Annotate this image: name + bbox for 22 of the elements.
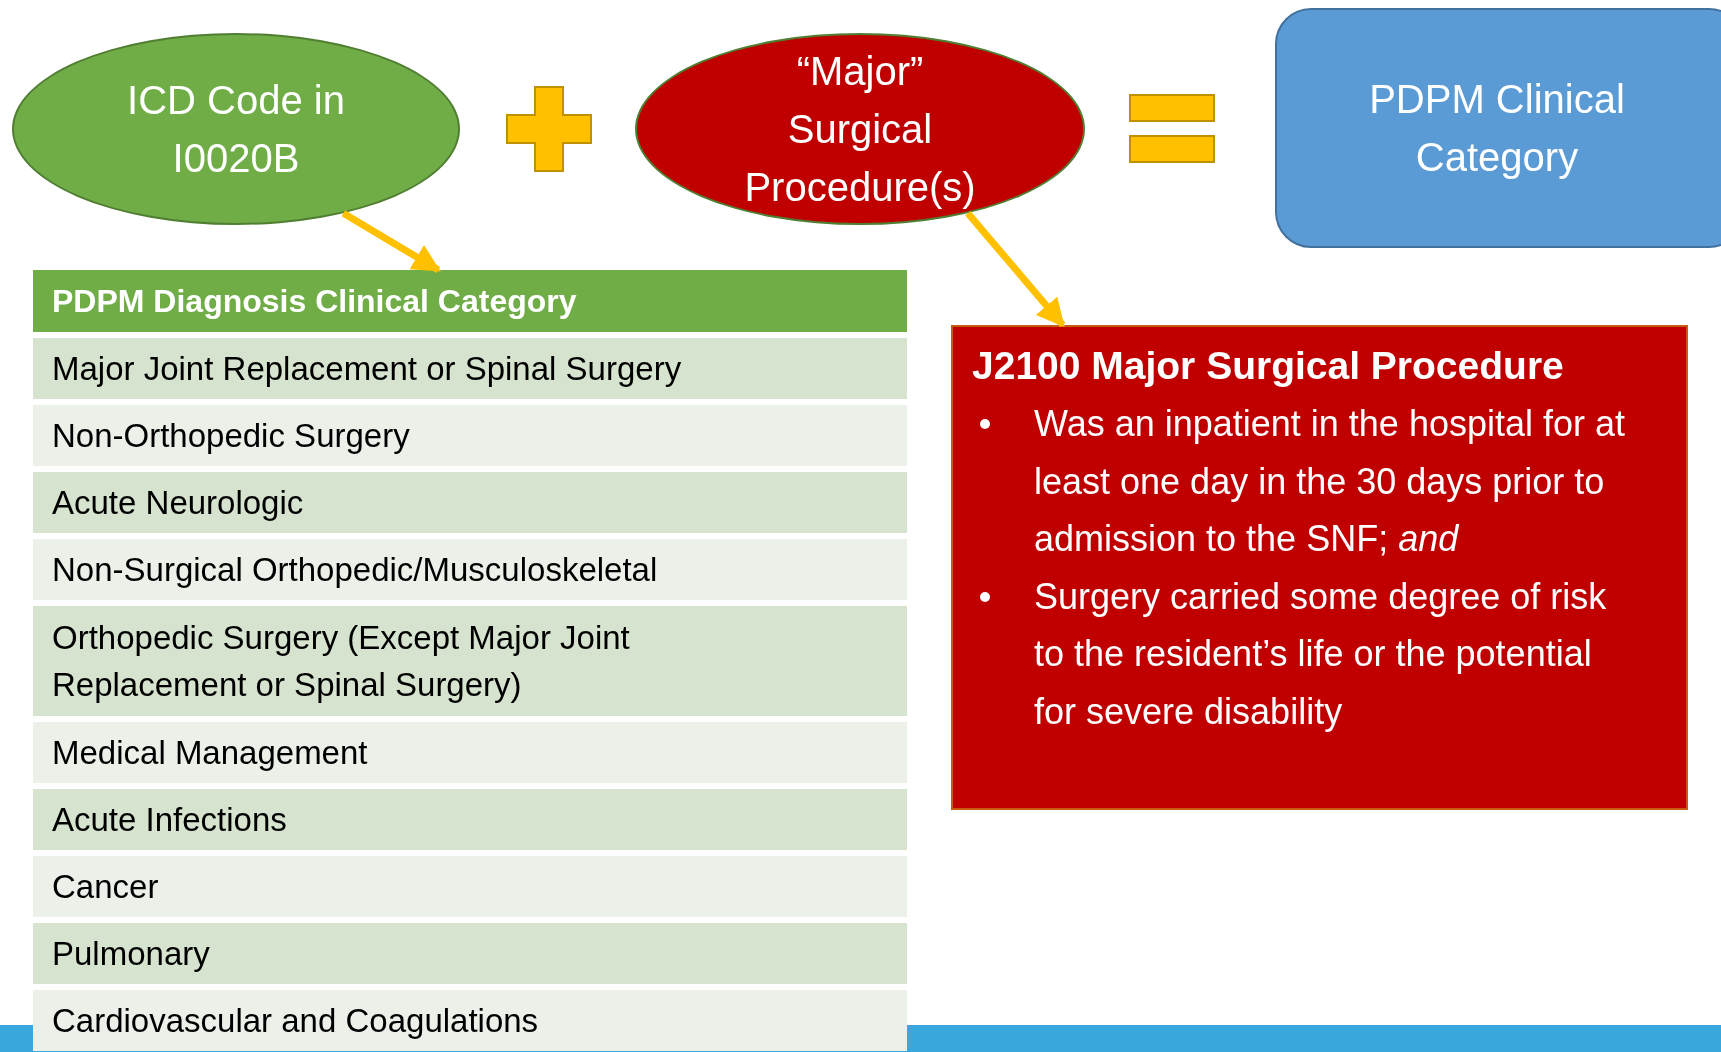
arrow (965, 211, 1066, 328)
row-text: Cardiovascular and Coagulations (52, 1001, 539, 1041)
node-text: ICD Code in I0020B (126, 77, 346, 182)
row-text: Pulmonary (52, 934, 210, 974)
box-heading: J2100 Major Surgical Procedure (972, 343, 1565, 389)
row-text: Acute Infections (52, 800, 287, 840)
bullet-text: Surgery carried some degree of risk to the resident’s life or the potential for severe disability (1034, 574, 1608, 734)
row-text: Non-Orthopedic Surgery (52, 416, 410, 456)
table-header (33, 270, 907, 332)
row-text: Orthopedic Surgery (Except Major Joint Replacement or Spinal Surgery) (52, 618, 631, 705)
node-text: PDPM Clinical Category (1368, 76, 1626, 181)
node-text: “Major” Surgical Procedure(s) (743, 48, 977, 211)
info-box (951, 325, 1688, 810)
row-text: Major Joint Replacement or Spinal Surgery (52, 349, 682, 389)
rounded-box (1275, 8, 1721, 248)
row-text: Medical Management (52, 733, 368, 773)
header-text: PDPM Diagnosis Clinical Category (52, 282, 577, 321)
row-text: Acute Neurologic (52, 483, 304, 523)
row-text: Cancer (52, 867, 159, 907)
bullet-text: Was an inpatient in the hospital for at least one day in the 30 days prior to admission to the SNF; and (1034, 402, 1626, 561)
arrow (341, 210, 441, 273)
row-text: Non-Surgical Orthopedic/Musculoskeletal (52, 550, 658, 590)
